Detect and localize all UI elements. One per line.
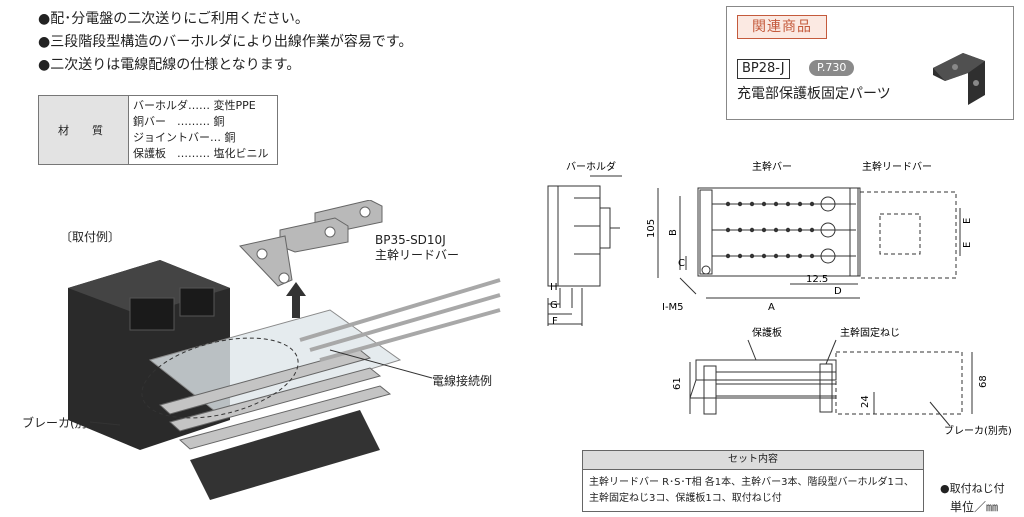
label-protect-plate: 保護板 <box>752 326 782 339</box>
install-illustration <box>68 200 501 500</box>
label-main-screw: 主幹固定ねじ <box>840 326 900 339</box>
dim-68: 68 <box>978 375 989 388</box>
label-screw: I-M5 <box>662 302 684 313</box>
part-callout: BP35-SD10J 主幹リードバー <box>375 233 459 263</box>
material-row: 銅バー ……… 銅 <box>133 115 225 128</box>
wire-label: 電線接続例 <box>432 374 493 388</box>
set-contents-body: 主幹リードバー R･S･T相 各1本、主幹バー3本、階段型バーホルダ1コ、 主幹… <box>589 475 919 507</box>
dim-pitch: 12.5 <box>806 274 828 285</box>
dim-C: C <box>678 258 685 269</box>
bar-holes <box>725 201 815 259</box>
set-contents-box: セット内容 主幹リードバー R･S･T相 各1本、主幹バー3本、階段型バーホルダ… <box>582 450 924 512</box>
bracket-part-image <box>933 53 985 105</box>
dim-105: 105 <box>646 219 657 238</box>
dim-F: F <box>552 316 558 327</box>
feature-item: ●三段階段型構造のバーホルダにより出線作業が容易です。 <box>38 34 413 50</box>
material-table: 材 質 バーホルダ…… 変性PPE 銅バー ……… 銅 ジョイントバー… 銅 保… <box>38 95 278 165</box>
dim-A: A <box>768 302 775 313</box>
related-title: 関連商品 <box>737 15 827 39</box>
dim-E1: E <box>962 218 973 224</box>
set-contents-line: 主幹固定ねじ3コ、保護板1コ、取付ねじ付 <box>589 493 782 504</box>
label-main-lead-bar: 主幹リードバー <box>862 160 932 173</box>
related-page-badge[interactable]: P.730 <box>809 60 855 76</box>
related-name: 充電部保護板固定パーツ <box>737 86 891 102</box>
feature-item: ●配･分電盤の二次送りにご利用ください。 <box>38 11 309 27</box>
set-contents-header: セット内容 <box>583 451 923 470</box>
install-caption: 〔取付例〕 <box>60 230 121 244</box>
part-name: 主幹リードバー <box>375 248 460 262</box>
label-bar-holder: バーホルダ <box>566 160 616 173</box>
material-row: バーホルダ…… 変性PPE <box>133 99 256 112</box>
footnote-screw: ●取付ねじ付 <box>940 482 1005 495</box>
dim-24: 24 <box>860 395 871 408</box>
label-main-bar: 主幹バー <box>752 160 792 173</box>
set-contents-line: 主幹リードバー R･S･T相 各1本、主幹バー3本、階段型バーホルダ1コ、 <box>589 477 914 488</box>
related-code[interactable]: BP28-J <box>737 59 790 79</box>
material-row: ジョイントバー… 銅 <box>133 131 236 144</box>
material-header: 材 質 <box>38 95 129 165</box>
dim-H: H <box>550 282 558 293</box>
part-code: BP35-SD10J <box>375 233 446 247</box>
dim-B: B <box>668 229 679 236</box>
bottom-drawing: 保護板 主幹固定ねじ 61 24 68 ブレーカ(別売) <box>672 326 1012 437</box>
lead-bar-icon <box>239 200 383 287</box>
label-breaker: ブレーカ(別売) <box>944 424 1012 437</box>
top-drawing: バーホルダ 主幹バー 主幹リードバー H G F 105 B C 12.5 D … <box>547 160 973 327</box>
related-product-box: 関連商品 BP28-J P.730 充電部保護板固定パーツ <box>726 6 1014 120</box>
footnote-unit: 単位／㎜ <box>950 500 999 514</box>
feature-item: ●二次送りは電線配線の仕様となります。 <box>38 57 301 73</box>
material-list: バーホルダ…… 変性PPE 銅バー ……… 銅 ジョイントバー… 銅 保護板 …… <box>128 95 278 165</box>
dim-D: D <box>834 286 842 297</box>
feature-list: ●配･分電盤の二次送りにご利用ください。 ●三段階段型構造のバーホルダにより出線… <box>38 8 413 77</box>
dim-61: 61 <box>672 377 683 390</box>
dim-G: G <box>550 300 558 311</box>
dim-E2: E <box>962 242 973 248</box>
material-row: 保護板 ……… 塩化ビニル <box>133 147 269 160</box>
